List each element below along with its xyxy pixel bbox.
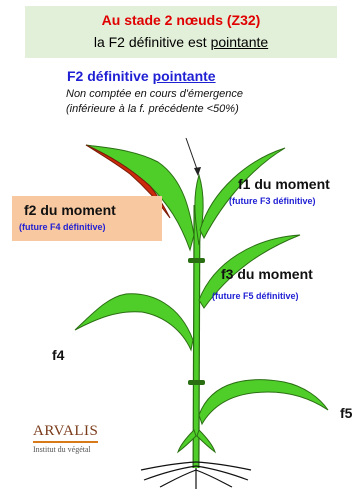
arvalis-logo: ARVALIS Institut du végétal — [33, 423, 99, 454]
f5-label: f5 — [340, 405, 353, 421]
stage-subtitle-prefix: la F2 définitive est — [93, 34, 211, 50]
stem-node-upper — [188, 258, 205, 263]
f2-note-line1: Non comptée en cours d'émergence — [66, 88, 243, 100]
stage-title: Au stade 2 nœuds (Z32) — [101, 12, 261, 28]
stage-subtitle: la F2 définitive est pointante — [25, 34, 337, 50]
leaf-f2-dead-tip — [85, 144, 171, 219]
f4-label: f4 — [52, 347, 65, 363]
leaf-f3 — [198, 234, 301, 309]
f2-label-box: f2 du moment (future F4 définitive) — [12, 196, 162, 241]
base-sheath-left — [177, 429, 197, 454]
pointer-arrow-head — [194, 167, 201, 176]
stem-fill — [193, 204, 200, 469]
f2-definitive-title: F2 définitive pointante — [67, 68, 216, 84]
stage-title-box: Au stade 2 nœuds (Z32) la F2 définitive … — [25, 6, 337, 58]
f1-sublabel: (future F3 définitive) — [229, 196, 316, 206]
logo-tagline: Institut du végétal — [33, 445, 91, 454]
leaf-f1 — [199, 147, 286, 240]
f2-definitive-title-prefix: F2 définitive — [67, 68, 153, 84]
leaf-f4 — [74, 293, 194, 352]
f2-note-line2: (inférieure à la f. précédente <50%) — [66, 103, 239, 115]
stage-subtitle-emphasis: pointante — [210, 34, 269, 50]
f2-sublabel: (future F4 définitive) — [19, 222, 106, 232]
f2-definitive-title-emphasis: pointante — [152, 68, 216, 84]
f3-label: f3 du moment — [221, 266, 313, 282]
f3-sublabel: (future F5 définitive) — [212, 291, 299, 301]
stem-node-lower — [188, 380, 205, 385]
base-sheath-right — [196, 429, 216, 454]
leaf-f5 — [198, 379, 329, 426]
roots — [140, 461, 252, 489]
pointer-arrow-line — [185, 137, 199, 173]
f2-label: f2 du moment — [24, 202, 116, 218]
f1-label: f1 du moment — [238, 176, 330, 192]
logo-name: ARVALIS — [33, 423, 99, 443]
